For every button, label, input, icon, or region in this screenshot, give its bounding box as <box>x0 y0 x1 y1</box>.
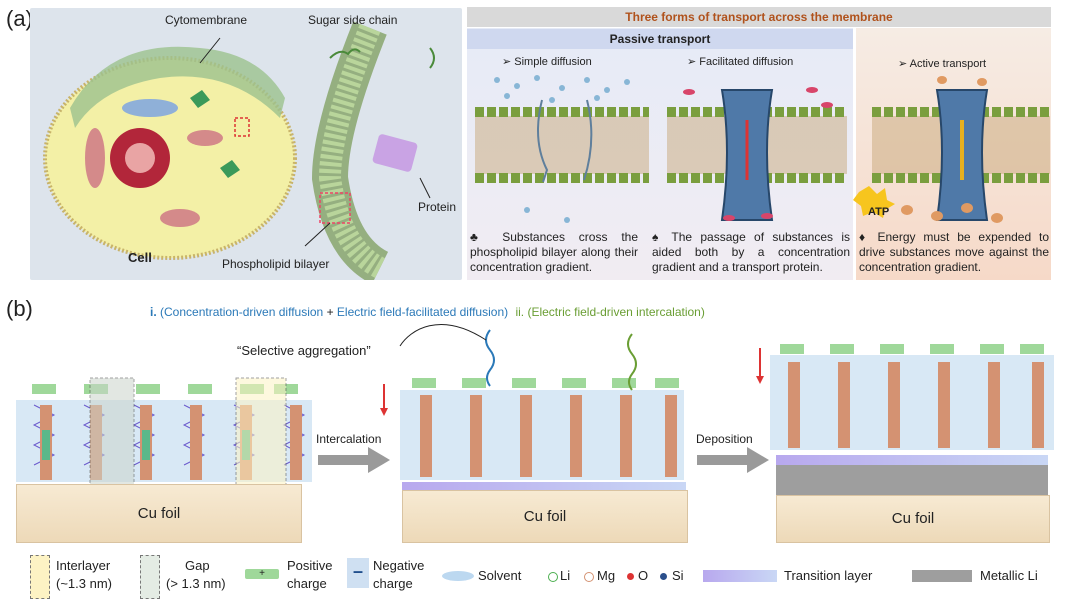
stage3-structure <box>756 344 1054 450</box>
cu-foil-2: Cu foil <box>402 490 688 543</box>
header-i-b: Electric field-facilitated diffusion) <box>336 305 509 319</box>
header-ii: ii. (Electric field-driven intercalation… <box>515 305 705 319</box>
bilayer-facilitated <box>667 89 847 221</box>
stage1-structure <box>16 377 312 490</box>
intercalation-arrow <box>318 447 390 473</box>
legend-transition-label: Transition layer <box>784 568 873 583</box>
transport-title: Three forms of transport across the memb… <box>467 7 1051 27</box>
legend-positive-swatch: + <box>245 569 279 579</box>
legend-interlayer-label: Interlayer <box>56 558 111 573</box>
legend-negative-label2: charge <box>373 576 413 591</box>
panel-a-label: (a) <box>6 6 33 31</box>
transition-layer-2 <box>402 482 686 490</box>
cell-illustration <box>43 21 435 285</box>
sugar-side-chain-label: Sugar side chain <box>308 13 398 27</box>
intercalation-label: Intercalation <box>316 432 382 446</box>
header-i-prefix: i. <box>150 305 157 319</box>
legend-solvent-label: Solvent <box>478 568 522 583</box>
cell-label: Cell <box>128 250 152 265</box>
simple-diffusion-desc: ♣ Substances cross the phospholipid bila… <box>470 230 638 274</box>
active-transport-title: ➢ Active transport <box>898 58 987 70</box>
passive-transport-title: Passive transport <box>467 29 853 49</box>
legend-si-label: Si <box>672 568 684 583</box>
protein-label: Protein <box>418 200 457 214</box>
legend-o-label: O <box>638 568 649 583</box>
legend-negative-label: Negative <box>373 558 425 573</box>
legend-si-icon <box>660 573 667 580</box>
selective-aggregation-label: “Selective aggregation” <box>237 343 371 358</box>
metallic-li-layer-3 <box>776 465 1048 495</box>
atp-label: ATP <box>868 206 890 218</box>
legend-solvent-swatch <box>442 571 474 581</box>
legend-o-icon <box>627 573 634 580</box>
cu-foil-1-label: Cu foil <box>137 505 181 522</box>
cytomembrane-label: Cytomembrane <box>165 13 248 27</box>
cell-illustration-panel <box>30 8 462 285</box>
deposition-arrow <box>697 447 769 473</box>
bilayer-active <box>853 89 1050 221</box>
legend-interlayer-size: (~1.3 nm) <box>56 576 112 591</box>
legend-gap-swatch <box>140 555 160 599</box>
transition-layer-3 <box>776 455 1048 465</box>
legend-positive-label: Positive <box>287 558 333 573</box>
legend-metallic-swatch <box>912 570 972 582</box>
mechanism-header: i. (Concentration-driven diffusion + Ele… <box>150 305 705 319</box>
legend-metallic-label: Metallic Li <box>980 568 1038 583</box>
cu-foil-3: Cu foil <box>776 495 1050 543</box>
legend-interlayer-swatch <box>30 555 50 599</box>
legend-gap-size: (> 1.3 nm) <box>166 576 226 591</box>
legend-mg-label: Mg <box>597 568 616 583</box>
legend-transition-swatch <box>703 570 777 582</box>
phospholipid-bilayer-label: Phospholipid bilayer <box>222 257 330 271</box>
legend-negative-swatch: – <box>347 558 369 588</box>
active-transport-desc: ♦ Energy must be expended to drive subst… <box>859 230 1049 274</box>
facilitated-diffusion-desc: ♠ The passage of substances is aided bot… <box>652 230 850 274</box>
panel-b-label: (b) <box>6 296 33 321</box>
facilitated-diffusion-title: ➢ Facilitated diffusion <box>687 56 794 68</box>
legend-mg-icon <box>584 572 594 582</box>
stage2-structure <box>380 324 684 480</box>
simple-diffusion-title: ➢ Simple diffusion <box>502 56 592 68</box>
bilayer-simple <box>475 107 649 183</box>
transport-diagram <box>475 75 1050 223</box>
legend-positive-label2: charge <box>287 576 327 591</box>
legend-li-label: Li <box>560 568 571 583</box>
cu-foil-2-label: Cu foil <box>523 508 567 525</box>
legend-li-icon <box>548 572 558 582</box>
header-i-a: (Concentration-driven diffusion <box>160 305 324 319</box>
cu-foil-3-label: Cu foil <box>891 510 935 527</box>
legend-gap-label: Gap <box>185 558 210 573</box>
header-i-plus: + <box>326 305 334 319</box>
deposition-label: Deposition <box>696 432 753 446</box>
cu-foil-1: Cu foil <box>16 484 302 543</box>
